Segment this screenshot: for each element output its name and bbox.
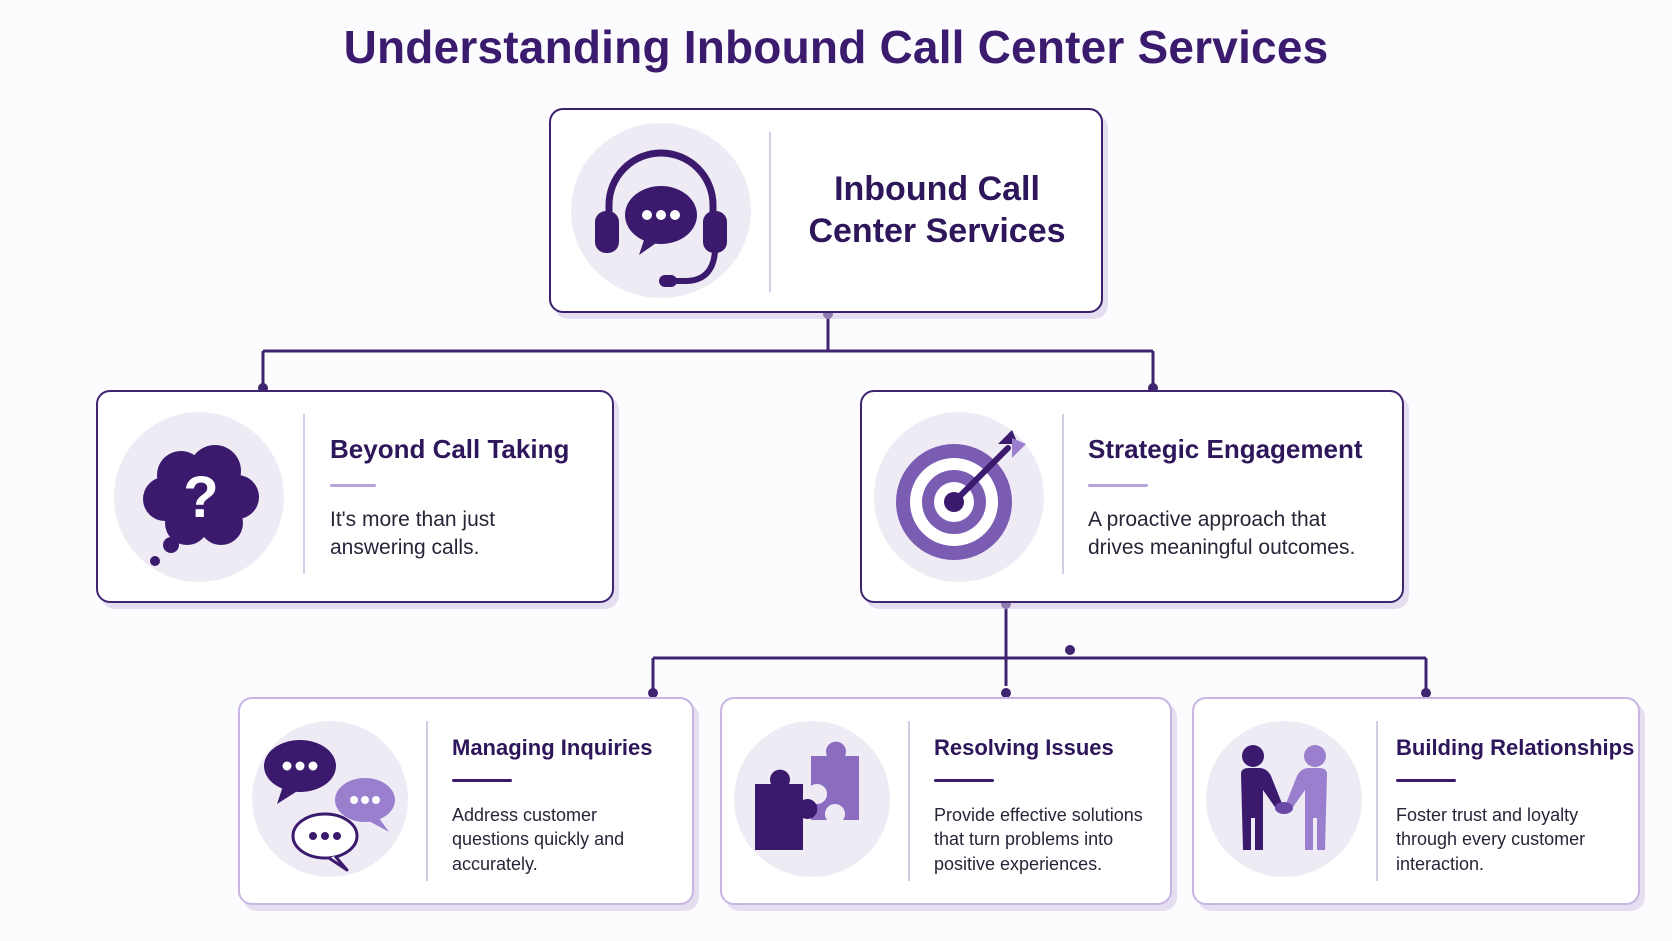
building-desc-line2: through every customer [1396,829,1586,850]
svg-text:?: ? [183,465,218,530]
managing-heading-underline [452,779,512,782]
building-description: Foster trust and loyalty through every c… [1396,803,1585,876]
strategic-engagement-card: Strategic Engagement A proactive approac… [860,390,1404,603]
root-label-line1: Inbound Call [834,170,1040,208]
strategic-desc-line2: drives meaningful outcomes. [1088,536,1356,560]
beyond-call-taking-card: ? Beyond Call Taking It's more than just… [96,390,614,603]
resolving-issues-card: Resolving Issues Provide effective solut… [720,697,1172,905]
question-thought-bubble-icon: ? [143,445,259,566]
managing-icon-circle [252,721,408,877]
managing-heading: Managing Inquiries [452,735,653,760]
strategic-description: A proactive approach that drives meaning… [1088,506,1355,563]
strategic-heading-underline [1088,484,1148,487]
strategic-desc-line1: A proactive approach that [1088,508,1327,531]
root-card: Inbound Call Center Services [549,108,1103,313]
building-relationships-card: Building Relationships Foster trust and … [1192,697,1640,905]
headset-chat-icon [595,149,727,287]
strategic-icon-circle [874,412,1044,582]
resolving-icon-circle [734,721,890,877]
managing-divider [426,721,428,881]
beyond-icon-circle: ? [114,412,284,582]
building-desc-line3: interaction. [1396,853,1485,874]
strategic-divider [1062,414,1064,574]
resolving-description: Provide effective solutions that turn pr… [934,803,1143,876]
beyond-description: It's more than just answering calls. [330,506,495,563]
resolving-desc-line1: Provide effective solutions [934,805,1143,825]
managing-inquiries-card: Managing Inquiries Address customer ques… [238,697,694,905]
building-divider [1376,721,1378,881]
resolving-heading-underline [934,779,994,782]
managing-desc-line2: questions quickly and [452,829,625,850]
building-heading: Building Relationships [1396,735,1635,760]
building-heading-underline [1396,779,1456,782]
managing-description: Address customer questions quickly and a… [452,803,624,876]
managing-desc-line1: Address customer [452,805,598,825]
puzzle-pieces-icon [755,741,859,850]
beyond-heading: Beyond Call Taking [330,434,570,464]
beyond-desc-line1: It's more than just [330,508,496,531]
beyond-divider [303,414,305,574]
resolving-desc-line2: that turn problems into [934,829,1114,850]
root-label: Inbound Call Center Services [807,168,1067,252]
resolving-desc-line3: positive experiences. [934,853,1103,874]
root-divider [769,132,771,292]
beyond-desc-line2: answering calls. [330,536,480,560]
handshake-people-icon [1241,745,1327,850]
root-icon-circle [571,123,751,298]
root-label-line2: Center Services [808,212,1066,250]
beyond-heading-underline [330,484,376,487]
resolving-heading: Resolving Issues [934,735,1114,760]
resolving-divider [908,721,910,881]
chat-bubbles-icon [264,740,395,872]
page-title: Understanding Inbound Call Center Servic… [343,21,1329,73]
managing-desc-line3: accurately. [452,853,538,874]
building-desc-line1: Foster trust and loyalty [1396,805,1579,825]
strategic-heading: Strategic Engagement [1088,434,1363,464]
building-icon-circle [1206,721,1362,877]
target-arrow-icon [896,430,1026,560]
